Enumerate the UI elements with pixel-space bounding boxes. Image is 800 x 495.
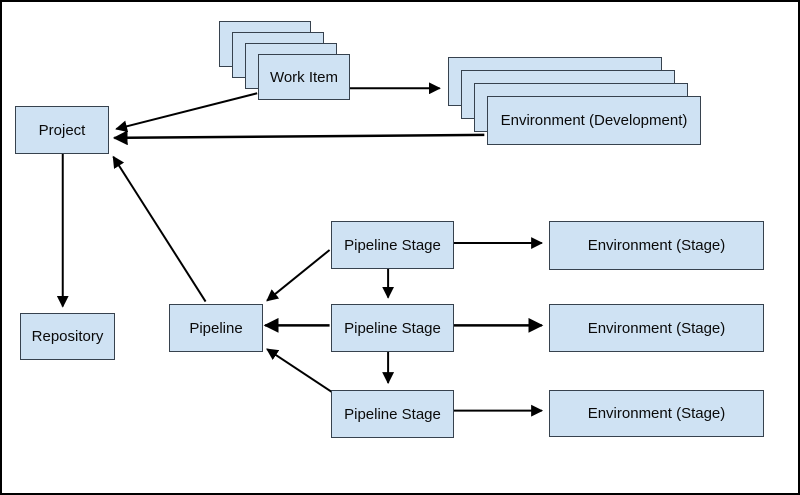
node-pipeline: Pipeline xyxy=(169,304,263,352)
node-environment-stage-1-label: Environment (Stage) xyxy=(587,237,726,254)
node-project: Project xyxy=(15,106,109,154)
node-work-item: Work Item xyxy=(258,54,350,100)
edge-stage1-to-pipeline xyxy=(266,249,331,302)
node-pipeline-stage-3: Pipeline Stage xyxy=(331,390,454,438)
node-pipeline-stage-3-label: Pipeline Stage xyxy=(344,405,441,423)
edge-stage3-to-pipeline xyxy=(266,348,333,393)
node-pipeline-stage-2: Pipeline Stage xyxy=(331,304,454,352)
edge-work-item-to-project xyxy=(115,92,258,133)
node-environment-stage-3: Environment (Stage) xyxy=(549,390,764,437)
node-work-item-label: Work Item xyxy=(269,68,339,86)
node-repository: Repository xyxy=(20,313,115,360)
node-environment-stage-3-label: Environment (Stage) xyxy=(587,405,726,422)
node-environment-stage-1: Environment (Stage) xyxy=(549,221,764,270)
node-environment-development-label: Environment (Development) xyxy=(500,112,688,129)
node-pipeline-stage-1-label: Pipeline Stage xyxy=(344,236,441,254)
node-pipeline-stage-2-label: Pipeline Stage xyxy=(344,319,441,337)
edge-pipeline-to-project xyxy=(112,155,207,303)
edge-environment-development-to-project xyxy=(112,130,485,146)
node-environment-stage-2-label: Environment (Stage) xyxy=(587,319,726,337)
node-environment-development: Environment (Development) xyxy=(487,96,701,145)
node-repository-label: Repository xyxy=(31,328,104,345)
node-pipeline-stage-1: Pipeline Stage xyxy=(331,221,454,269)
node-environment-stage-2: Environment (Stage) xyxy=(549,304,764,352)
node-project-label: Project xyxy=(38,121,86,139)
node-pipeline-label: Pipeline xyxy=(189,319,243,337)
